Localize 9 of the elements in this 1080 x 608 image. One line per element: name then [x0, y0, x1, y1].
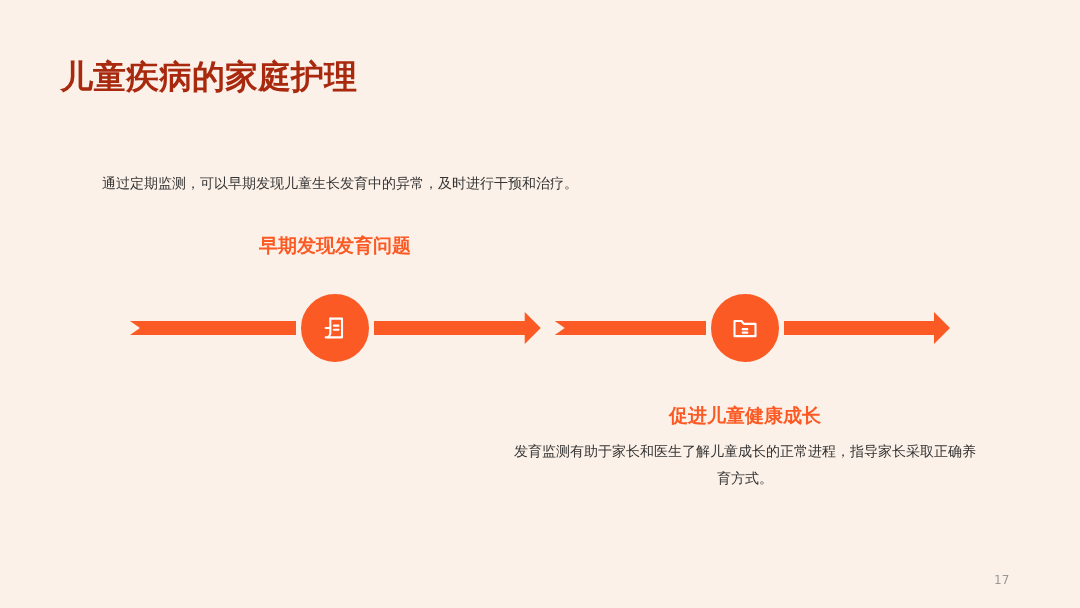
- description-text: 发育监测有助于家长和医生了解儿童成长的正常进程，指导家长采取正确养育方式。: [513, 442, 977, 488]
- arrow-band: [130, 321, 296, 335]
- title: 儿童疾病的家庭护理: [60, 56, 357, 98]
- section-heading: 促进儿童健康成长: [667, 403, 822, 428]
- section-heading: 早期发现发育问题: [258, 233, 412, 258]
- arrow-band: [374, 312, 706, 344]
- description-text: 通过定期监测，可以早期发现儿童生长发育中的异常，及时进行干预和治疗。: [101, 174, 579, 193]
- arrow-band: [784, 312, 950, 344]
- page-number: 17: [994, 572, 1010, 589]
